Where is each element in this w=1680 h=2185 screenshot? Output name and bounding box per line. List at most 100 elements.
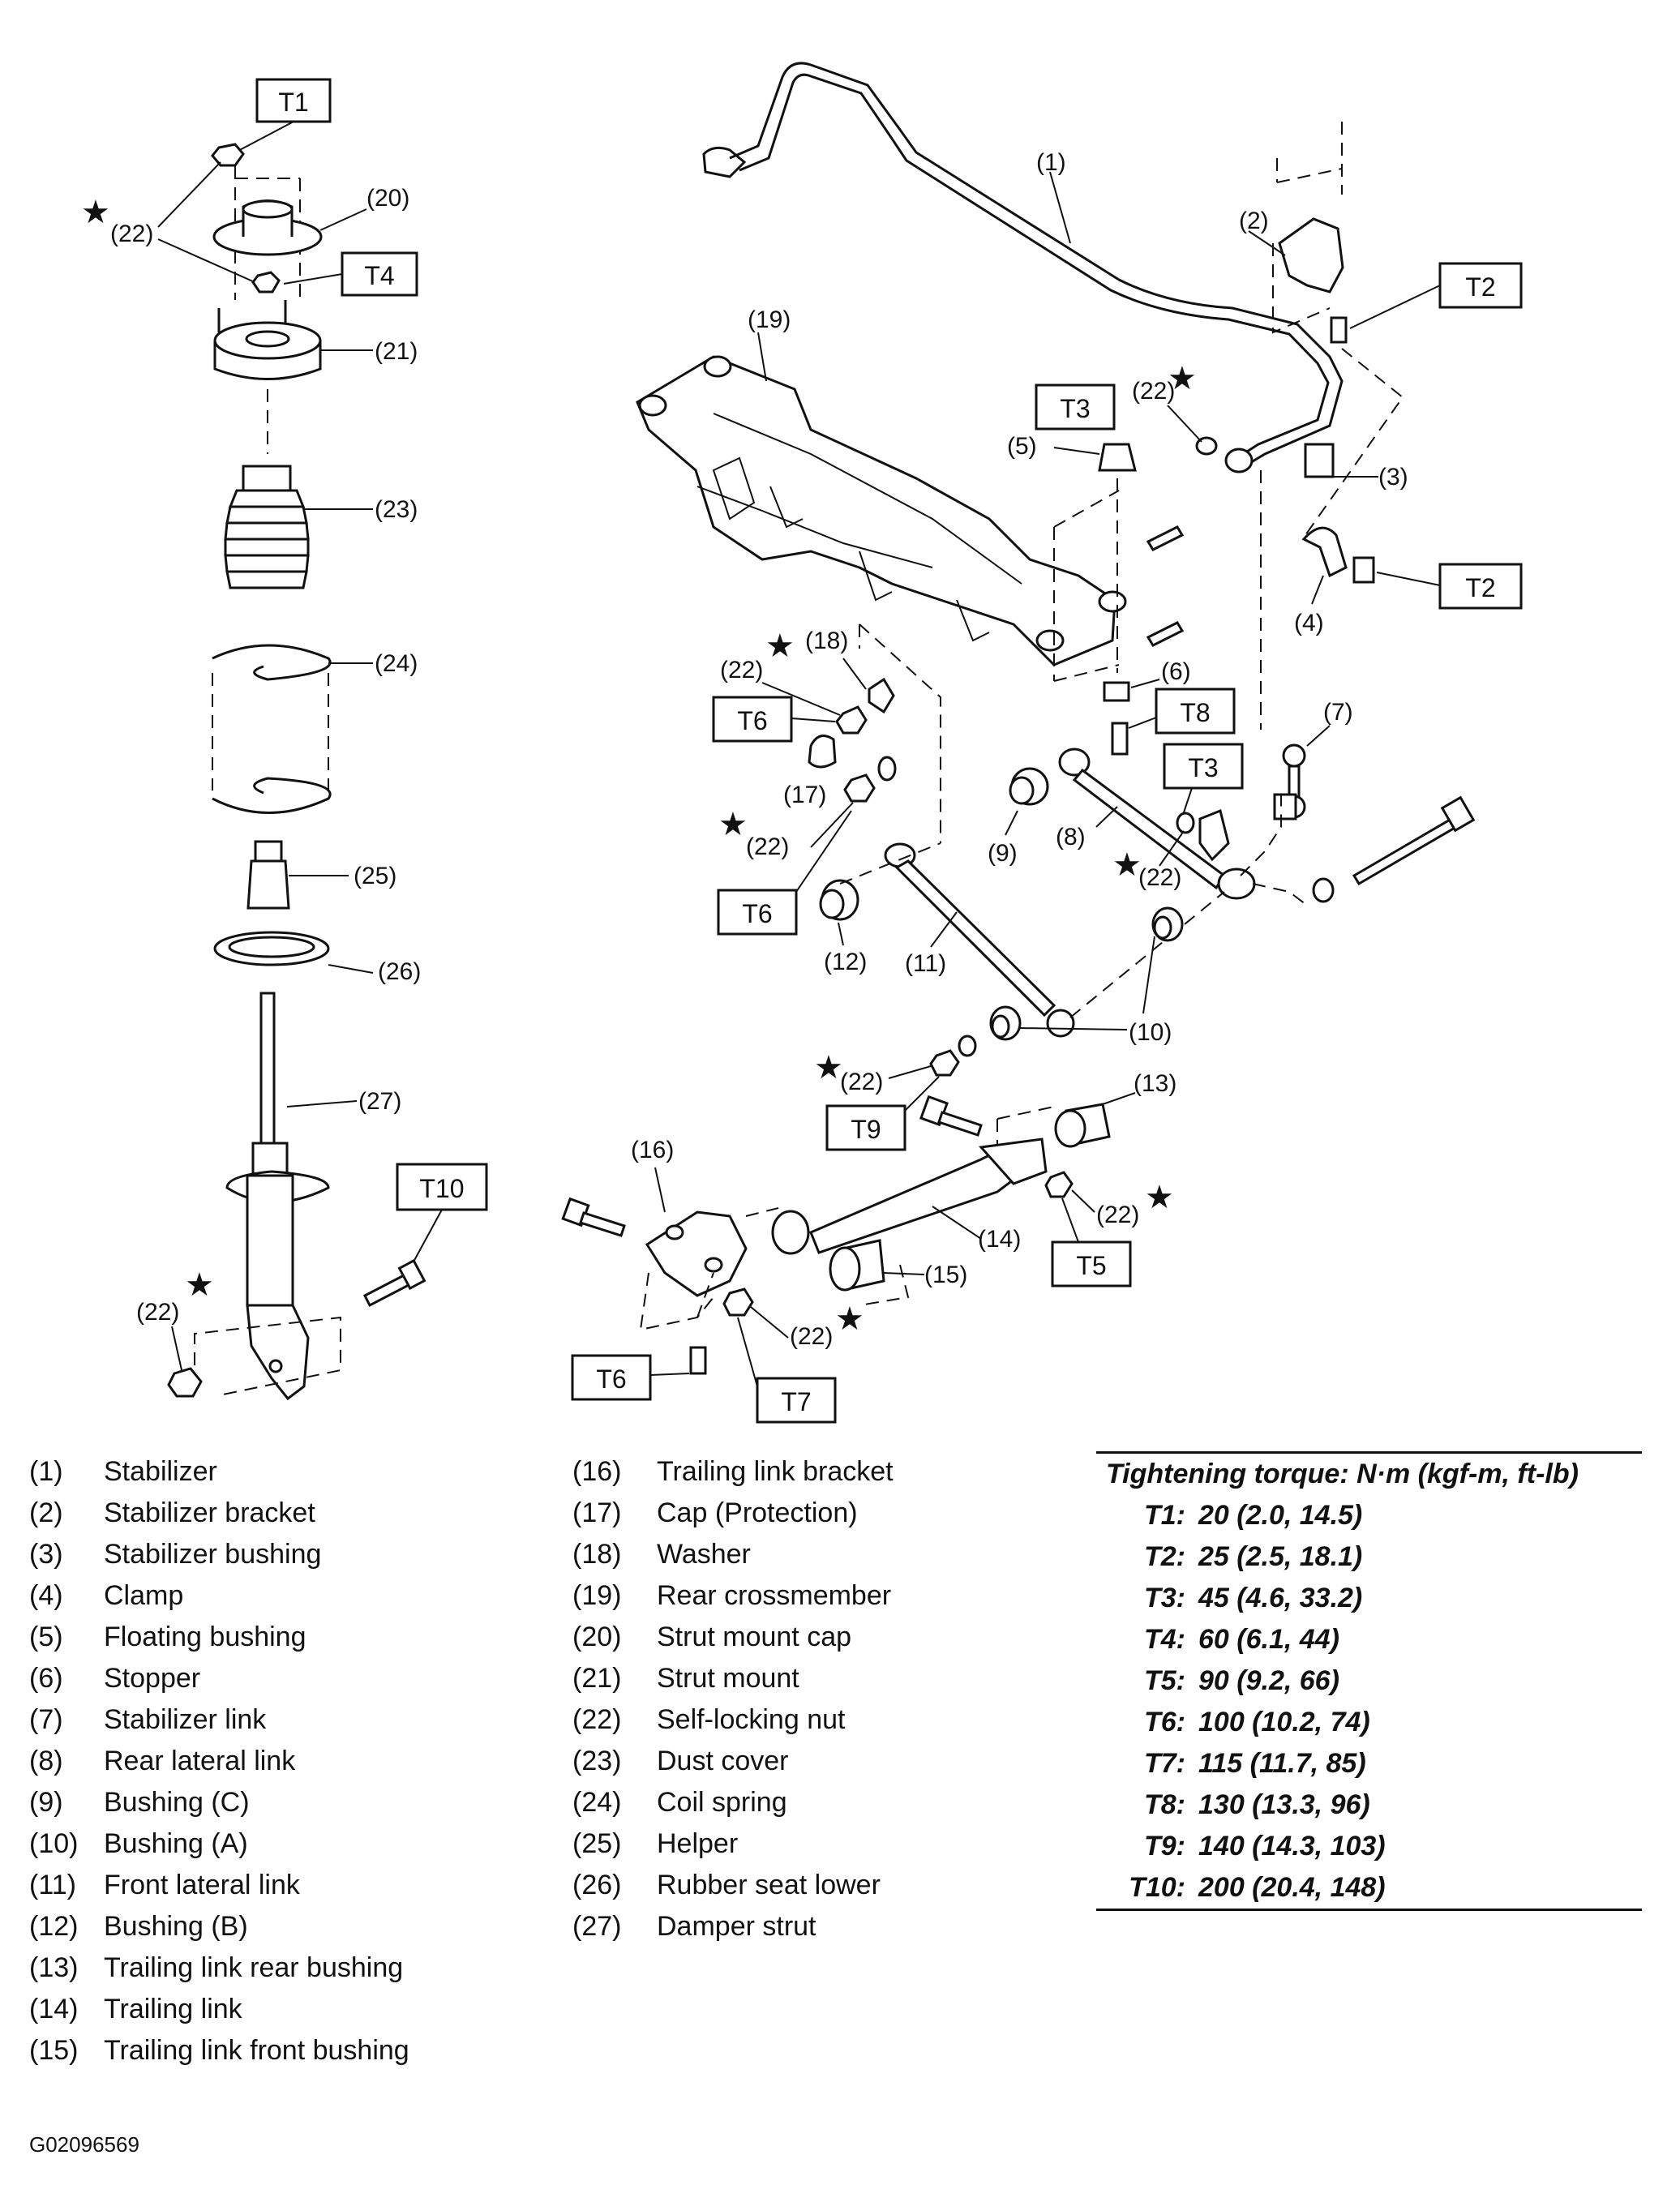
torque-row: T10:200 (20.4, 148) (1096, 1867, 1642, 1909)
legend-number: (15) (29, 2035, 79, 2066)
legend-label: Washer (657, 1539, 751, 1570)
clamp (1301, 526, 1348, 578)
bolt-washer (1312, 877, 1335, 903)
legend-number: (25) (572, 1828, 622, 1859)
torque-header: Tightening torque: N·m (kgf-m, ft-lb) (1106, 1459, 1579, 1489)
tag-t2-bottom-box (1438, 563, 1523, 610)
stabilizer-link (1273, 743, 1306, 820)
callout-13: (13) (1134, 1070, 1176, 1097)
legend-label: Damper strut (657, 1911, 816, 1942)
callout-17: (17) (783, 782, 826, 808)
tag-t9: T9 (851, 1115, 881, 1144)
legend-item: (19) Rear crossmember (572, 1575, 894, 1617)
callout-22-rear-link: (22) (1138, 864, 1181, 891)
tag-t3-top: T3 (1060, 394, 1090, 423)
top-nut (211, 143, 245, 167)
tag-t6-upper-box (712, 696, 793, 743)
torque-rows: T1:20 (2.0, 14.5)T2:25 (2.5, 18.1)T3:45 … (1096, 1495, 1642, 1909)
figure-code: G02096569 (29, 2132, 139, 2157)
torque-value: 90 (9.2, 66) (1198, 1665, 1339, 1696)
torque-row: T6: 100 (10.2, 74) (1096, 1702, 1642, 1743)
tag-t6-bottom: T6 (596, 1365, 626, 1394)
legend-item: (20)Strut mount cap (572, 1617, 894, 1658)
tag-t2-bottom: T2 (1465, 573, 1495, 602)
clamp-bolt (1352, 556, 1375, 584)
legend-item: (27) Damper strut (572, 1906, 894, 1947)
legend-label: Rear crossmember (657, 1580, 892, 1611)
callout-1: (1) (1036, 149, 1066, 176)
legend-label: Rear lateral link (104, 1746, 296, 1776)
legend-item: (6)Stopper (29, 1658, 409, 1699)
torque-value: 140 (14.3, 103) (1198, 1831, 1386, 1862)
bottom-nut (167, 1367, 203, 1398)
legend-item: (4)Clamp (29, 1575, 409, 1617)
legend-label: Stabilizer (104, 1456, 217, 1487)
legend-label: Floating bushing (104, 1622, 306, 1652)
torque-row: T5:90 (9.2, 66) (1096, 1660, 1642, 1702)
t6-bottom-bolt (689, 1346, 707, 1375)
torque-row: T1:20 (2.0, 14.5) (1096, 1495, 1642, 1536)
legend-number: (13) (29, 1952, 79, 1983)
legend-number: (1) (29, 1456, 63, 1487)
legend-number: (22) (572, 1704, 622, 1735)
legend-label: Rubber seat lower (657, 1870, 881, 1900)
t8-bolt (1111, 722, 1129, 756)
star-icon: ★ (1145, 1180, 1174, 1215)
torque-value: 100 (10.2, 74) (1198, 1707, 1370, 1737)
tag-t10: T10 (419, 1174, 464, 1203)
callout-22-bottom: (22) (136, 1299, 179, 1326)
legend-item: (1) Stabilizer (29, 1451, 409, 1493)
legend-item: (5)Floating bushing (29, 1617, 409, 1658)
crossmember-bolt (1146, 525, 1185, 551)
legend-number: (16) (572, 1456, 622, 1487)
legend-label: Bushing (C) (104, 1787, 250, 1818)
star-icon: ★ (81, 195, 110, 230)
callout-24: (24) (375, 650, 418, 677)
callout-27: (27) (358, 1088, 401, 1115)
crossmember-bolt (1146, 621, 1185, 647)
legend-label: Bushing (B) (104, 1911, 248, 1942)
legend-number: (6) (29, 1663, 63, 1694)
stabilizer-bushing (1304, 443, 1335, 478)
legend-item: (7)Stabilizer link (29, 1699, 409, 1741)
legend-number: (24) (572, 1787, 622, 1818)
callout-20: (20) (366, 185, 409, 212)
callout-22-lower: (22) (746, 833, 789, 860)
legend-item: (12)Bushing (B) (29, 1906, 409, 1947)
tag-t7-box (756, 1377, 837, 1424)
legend-item: (10)Bushing (A) (29, 1823, 409, 1865)
callout-11: (11) (905, 950, 946, 977)
torque-id: T7: (1144, 1748, 1185, 1779)
torque-id: T1: (1144, 1500, 1185, 1531)
torque-row: T7:115 (11.7, 85) (1096, 1743, 1642, 1784)
legend-item: (8) Rear lateral link (29, 1741, 409, 1782)
torque-id: T10: (1129, 1872, 1185, 1903)
star-icon: ★ (718, 807, 748, 842)
callout-19: (19) (748, 306, 791, 333)
callout-9: (9) (988, 840, 1018, 867)
legend-number: (9) (29, 1787, 63, 1818)
tag-t3-top-box (1035, 383, 1116, 431)
star-icon: ★ (765, 628, 795, 664)
legend-item: (17)Cap (Protection) (572, 1493, 894, 1534)
legend-number: (19) (572, 1580, 622, 1611)
legend-number: (8) (29, 1746, 63, 1776)
floating-bushing (1098, 443, 1137, 472)
star-icon: ★ (1112, 847, 1142, 883)
torque-id: T6: (1144, 1707, 1185, 1737)
legend-item: (22)Self-locking nut (572, 1699, 894, 1741)
callout-3: (3) (1378, 464, 1408, 491)
legend-number: (27) (572, 1911, 622, 1942)
callout-8: (8) (1056, 824, 1086, 850)
callout-10: (10) (1129, 1019, 1172, 1046)
bushing-b (819, 879, 859, 921)
legend-label: Trailing link rear bushing (104, 1952, 404, 1983)
tag-t5: T5 (1076, 1251, 1106, 1280)
legend-item: (11)Front lateral link (29, 1865, 409, 1906)
legend-label: Helper (657, 1828, 739, 1859)
nut-22-t5 (1044, 1171, 1074, 1198)
torque-value: 45 (4.6, 33.2) (1198, 1583, 1363, 1613)
rear-lateral-link (1058, 748, 1256, 900)
callout-16: (16) (631, 1137, 674, 1163)
stabilizer-end-right (1224, 448, 1254, 473)
